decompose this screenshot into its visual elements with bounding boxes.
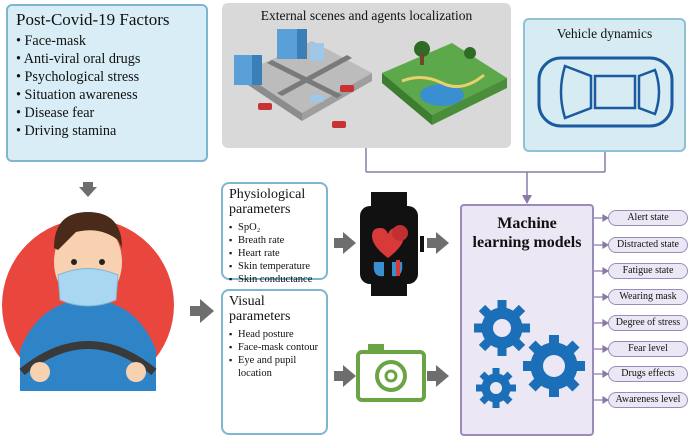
- physiological-item: Heart rate: [229, 247, 320, 260]
- output-drugs-effects: Drugs effects: [608, 366, 688, 382]
- visual-list: Head posture Face-mask contour Eye and p…: [229, 328, 320, 380]
- physiological-item: SpO₂: [229, 221, 320, 234]
- machine-learning-box: Machine learning models: [460, 204, 594, 436]
- visual-item: Face-mask contour: [229, 341, 320, 354]
- physiological-list: SpO₂ Breath rate Heart rate Skin tempera…: [229, 221, 320, 286]
- gears-icon: [474, 300, 585, 408]
- visual-title-line1: Visual: [229, 294, 265, 309]
- output-wearing-mask: Wearing mask: [608, 289, 688, 305]
- post-covid-factors-box: Post-Covid-19 Factors Face-mask Anti-vir…: [6, 4, 208, 162]
- factor-item: Driving stamina: [16, 122, 198, 140]
- ml-title: Machine learning models: [462, 214, 592, 252]
- visual-parameters-box: Visual parameters Head posture Face-mask…: [221, 289, 328, 435]
- factors-title: Post-Covid-19 Factors: [16, 10, 170, 29]
- right-arrow-icon: [200, 299, 214, 323]
- scenes-title: External scenes and agents localization: [260, 8, 473, 23]
- factors-list: Face-mask Anti-viral oral drugs Psycholo…: [16, 32, 198, 140]
- car-top-view-icon: [537, 56, 674, 128]
- vehicle-title: Vehicle dynamics: [556, 26, 653, 41]
- physiological-title-line2: parameters: [229, 202, 291, 217]
- external-scenes-box: External scenes and agents localization: [222, 3, 511, 148]
- visual-title-line2: parameters: [229, 309, 291, 324]
- camera-icon: [356, 344, 426, 402]
- output-degree-of-stress: Degree of stress: [608, 315, 688, 331]
- physiological-item: Skin temperature: [229, 260, 320, 273]
- factor-item: Anti-viral oral drugs: [16, 50, 198, 68]
- factor-item: Face-mask: [16, 32, 198, 50]
- output-fear-level: Fear level: [608, 341, 688, 357]
- factor-item: Psychological stress: [16, 68, 198, 86]
- physiological-item: Breath rate: [229, 234, 320, 247]
- physiological-title-line1: Physiological: [229, 187, 306, 202]
- output-distracted-state: Distracted state: [608, 237, 688, 253]
- factor-item: Situation awareness: [16, 86, 198, 104]
- city-and-park-illustration: [234, 29, 507, 128]
- down-arrow-icon: [79, 187, 97, 197]
- output-alert-state: Alert state: [608, 210, 688, 226]
- driver-avatar: [2, 212, 174, 391]
- smartwatch-icon: [360, 192, 424, 296]
- visual-item: Eye and pupil location: [229, 354, 320, 380]
- output-connectors: [594, 213, 610, 405]
- vehicle-dynamics-box: Vehicle dynamics: [523, 18, 686, 152]
- physiological-parameters-box: Physiological parameters SpO₂ Breath rat…: [221, 182, 328, 286]
- output-fatigue-state: Fatigue state: [608, 263, 688, 279]
- ml-title-line1: Machine: [497, 215, 557, 232]
- factor-item: Disease fear: [16, 104, 198, 122]
- ml-title-line2: learning models: [472, 234, 582, 251]
- output-awareness-level: Awareness level: [608, 392, 688, 408]
- physiological-item: Skin conductance: [229, 273, 320, 286]
- visual-item: Head posture: [229, 328, 320, 341]
